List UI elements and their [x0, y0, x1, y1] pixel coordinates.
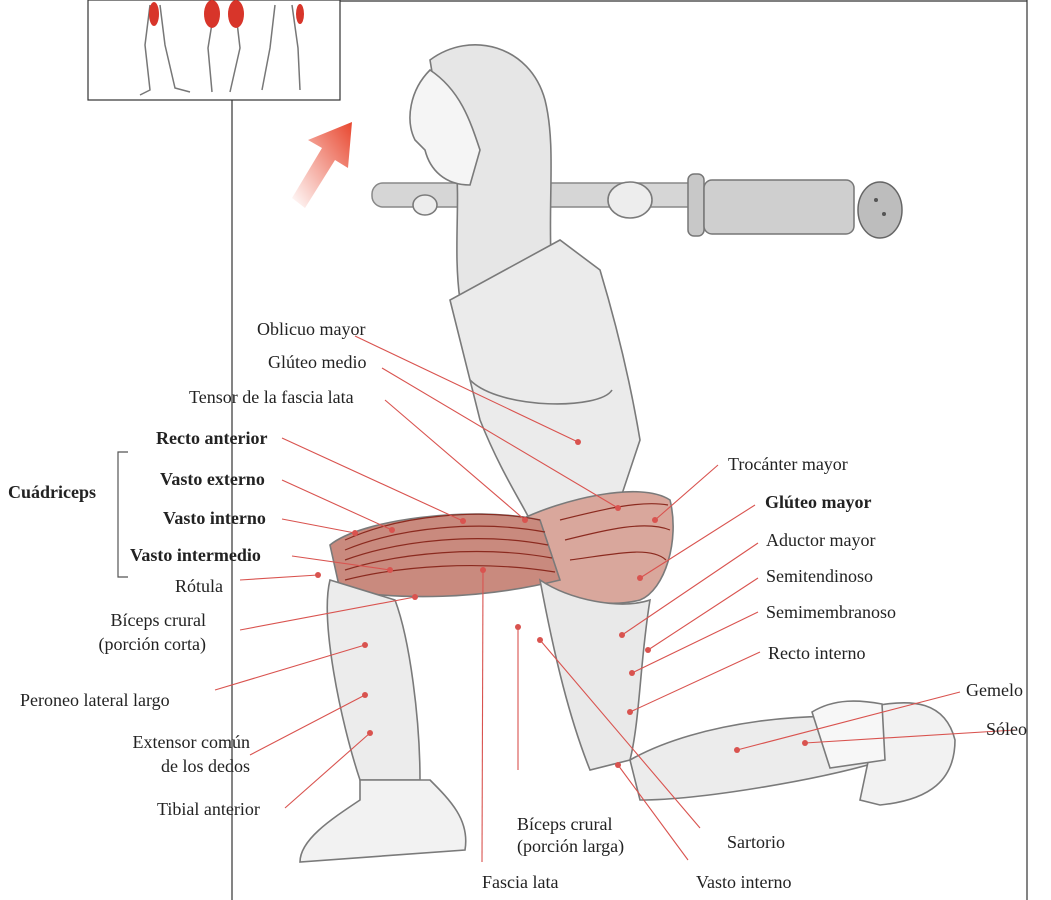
label-biceps-crural-larga-1: Bíceps crural [517, 814, 612, 835]
label-oblicuo-mayor: Oblicuo mayor [257, 319, 365, 340]
leader-rotula [240, 575, 318, 580]
label-aductor-mayor: Aductor mayor [766, 530, 875, 551]
direction-arrow [292, 122, 352, 208]
label-rotula: Rótula [175, 576, 223, 597]
leader-recto-interno [630, 652, 760, 712]
label-tibial-anterior: Tibial anterior [157, 799, 260, 820]
label-biceps-crural-corta-1: Bíceps crural [80, 610, 206, 631]
label-gluteo-medio: Glúteo medio [268, 352, 366, 373]
thumbnail-inset [88, 0, 340, 100]
label-recto-interno: Recto interno [768, 643, 865, 664]
label-vasto-intermedio: Vasto intermedio [130, 545, 261, 566]
label-fascia-lata: Fascia lata [482, 872, 558, 893]
label-vasto-interno-bottom: Vasto interno [696, 872, 791, 893]
label-gluteo-mayor: Glúteo mayor [765, 492, 871, 513]
leader-fascia-lata [482, 570, 483, 862]
leader-semimembranoso [632, 612, 758, 673]
label-sartorio: Sartorio [727, 832, 785, 853]
leader-vasto-interno [282, 519, 355, 533]
leader-trocanter [655, 465, 718, 520]
label-cuadriceps: Cuádriceps [8, 482, 96, 503]
label-extensor-comun-1: Extensor común [96, 732, 250, 753]
label-extensor-comun-2: de los dedos [106, 756, 250, 777]
leader-recto-anterior [282, 438, 463, 521]
cuadriceps-bracket [118, 452, 128, 577]
label-vasto-interno: Vasto interno [163, 508, 266, 529]
label-gemelo: Gemelo [966, 680, 1023, 701]
label-peroneo-lateral-largo: Peroneo lateral largo [20, 690, 170, 711]
label-recto-anterior: Recto anterior [156, 428, 267, 449]
label-vasto-externo: Vasto externo [160, 469, 265, 490]
label-tensor-fascia-lata: Tensor de la fascia lata [189, 387, 354, 408]
label-semitendinoso: Semitendinoso [766, 566, 873, 587]
label-biceps-crural-larga-2: (porción larga) [517, 836, 624, 857]
label-biceps-crural-corta-2: (porción corta) [66, 634, 206, 655]
label-soleo: Sóleo [986, 719, 1027, 740]
label-trocanter-mayor: Trocánter mayor [728, 454, 848, 475]
label-semimembranoso: Semimembranoso [766, 602, 896, 623]
